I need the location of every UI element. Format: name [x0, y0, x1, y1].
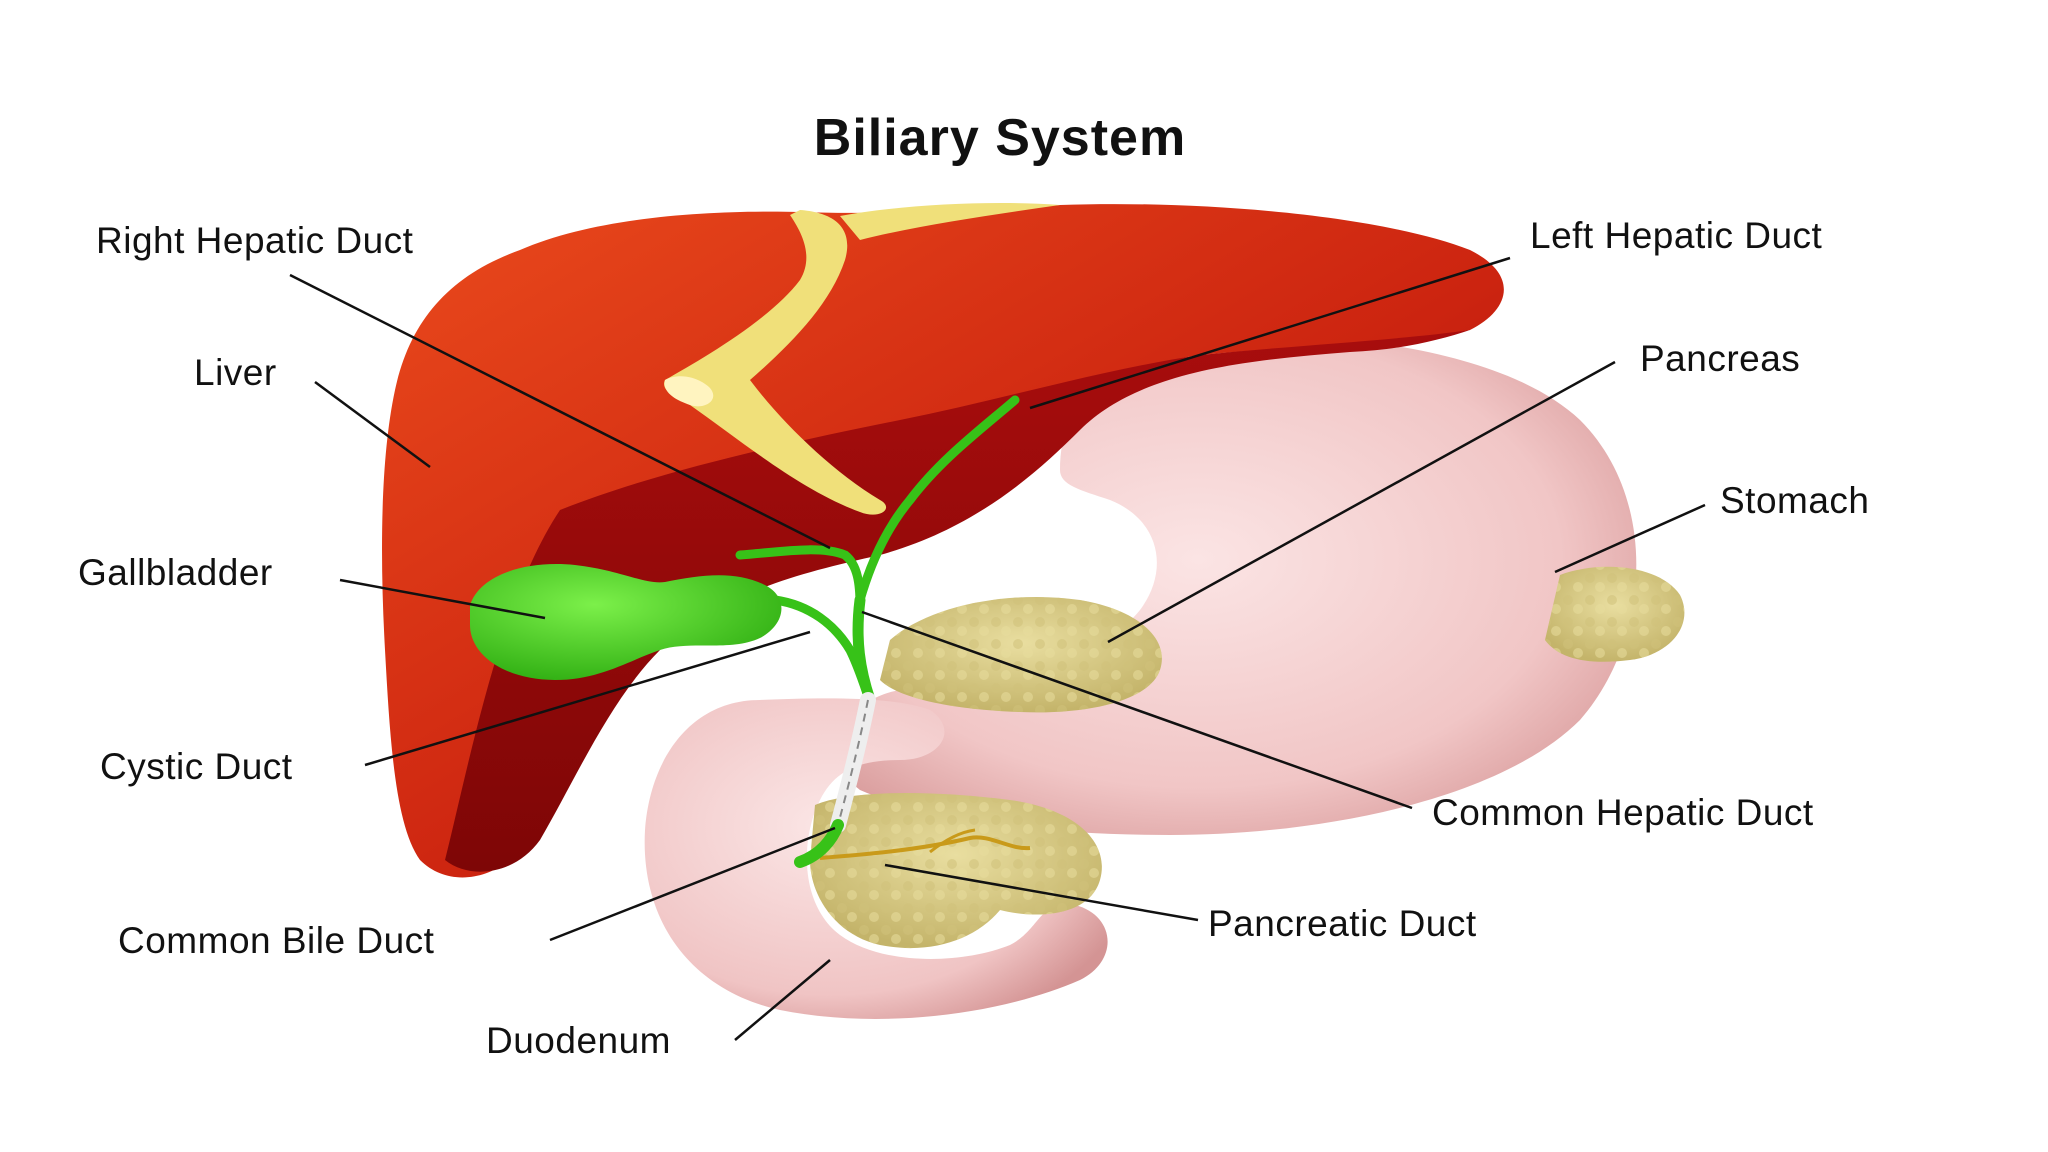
leader-lines: [289, 256, 1706, 1041]
pancreatic-duct-shape: [819, 835, 1031, 860]
liver-underside-shape: [445, 330, 1470, 872]
leader-cystic-duct: [364, 630, 811, 767]
label-liver: Liver: [194, 352, 277, 393]
label-gallbladder: Gallbladder: [78, 552, 273, 593]
label-common-bile-duct: Common Bile Duct: [118, 920, 435, 961]
gallbladder-shape: [470, 564, 782, 680]
leader-right-hepatic-duct: [289, 273, 831, 550]
label-stomach: Stomach: [1720, 480, 1870, 521]
diagram-title: Biliary System: [813, 109, 1187, 167]
leader-common-bile-duct: [549, 826, 836, 942]
leader-common-hepatic-duct: [861, 610, 1413, 810]
label-pancreas: Pancreas: [1640, 338, 1801, 379]
leader-left-hepatic-duct: [1029, 256, 1511, 410]
label-duodenum: Duodenum: [486, 1020, 672, 1061]
left-hepatic-duct-shape: [855, 395, 1020, 605]
cystic-duct-shape: [770, 595, 875, 705]
leader-liver: [314, 380, 431, 469]
label-left-hepatic-duct: Left Hepatic Duct: [1530, 215, 1823, 256]
leader-pancreatic-duct: [884, 863, 1199, 922]
leader-pancreas: [1107, 360, 1616, 644]
leader-duodenum: [734, 959, 831, 1041]
right-hepatic-duct-shape: [735, 545, 865, 610]
label-common-hepatic-duct: Common Hepatic Duct: [1432, 792, 1814, 833]
label-right-hepatic-duct: Right Hepatic Duct: [96, 220, 414, 261]
label-pancreatic-duct: Pancreatic Duct: [1208, 903, 1477, 944]
duodenum-shape: [644, 698, 1108, 1019]
liver-shape: [382, 204, 1504, 878]
ligament-shape: [664, 210, 887, 515]
label-cystic-duct: Cystic Duct: [100, 746, 293, 787]
leader-stomach: [1554, 503, 1706, 574]
leader-gallbladder: [339, 578, 546, 620]
